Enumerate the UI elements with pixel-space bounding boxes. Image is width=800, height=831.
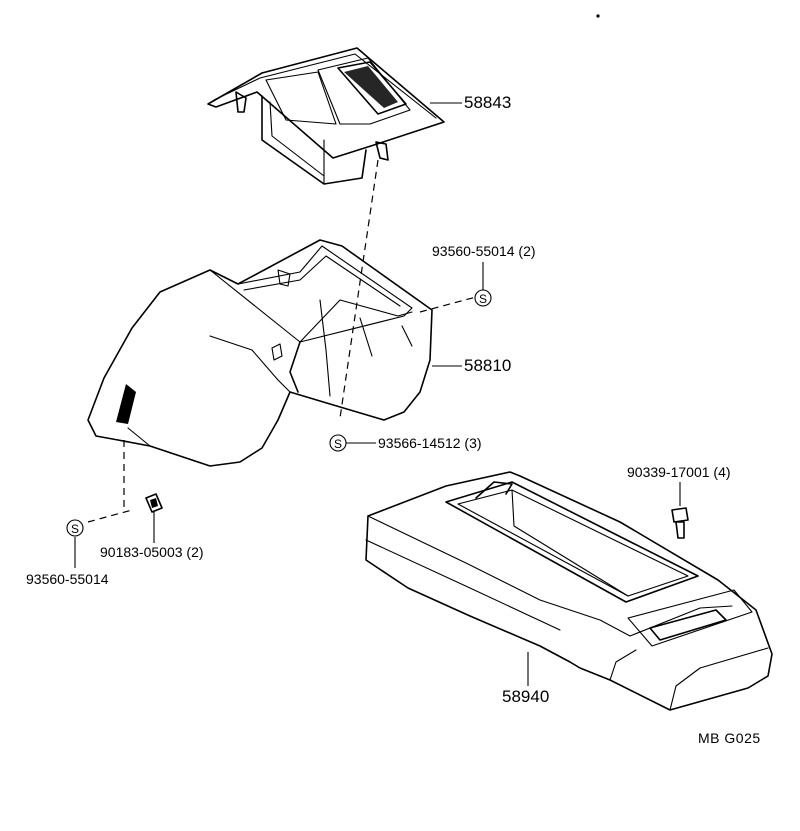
svg-text:S: S	[479, 292, 487, 306]
assembly-line-screw-left	[87, 509, 133, 523]
part-58843-drawing	[207, 47, 445, 185]
label-93560-55014-2: 93560-55014 (2)	[432, 243, 536, 259]
clip-90183-drawing	[145, 493, 163, 513]
s-mark-left: S	[66, 519, 84, 537]
label-90183-05003: 90183-05003 (2)	[100, 544, 204, 560]
s-mark-top: S	[474, 289, 492, 307]
label-93566-14512: 93566-14512 (3)	[378, 435, 482, 451]
s-mark-middle: S	[329, 434, 347, 452]
svg-text:S: S	[71, 522, 79, 536]
assembly-line-bezel	[339, 159, 379, 419]
label-58843: 58843	[464, 93, 512, 112]
screw-90339-drawing	[671, 507, 689, 539]
part-58810-drawing	[87, 239, 433, 467]
label-93560-55014: 93560-55014	[26, 571, 109, 587]
svg-text:S: S	[334, 437, 342, 451]
scan-mark	[596, 14, 600, 18]
label-58810: 58810	[464, 356, 512, 375]
label-58940: 58940	[502, 687, 550, 706]
label-90339-17001: 90339-17001 (4)	[627, 464, 731, 480]
diagram-code: MB G025	[698, 730, 761, 746]
part-58940-drawing	[365, 471, 773, 711]
assembly-line-screw-top	[419, 296, 477, 313]
